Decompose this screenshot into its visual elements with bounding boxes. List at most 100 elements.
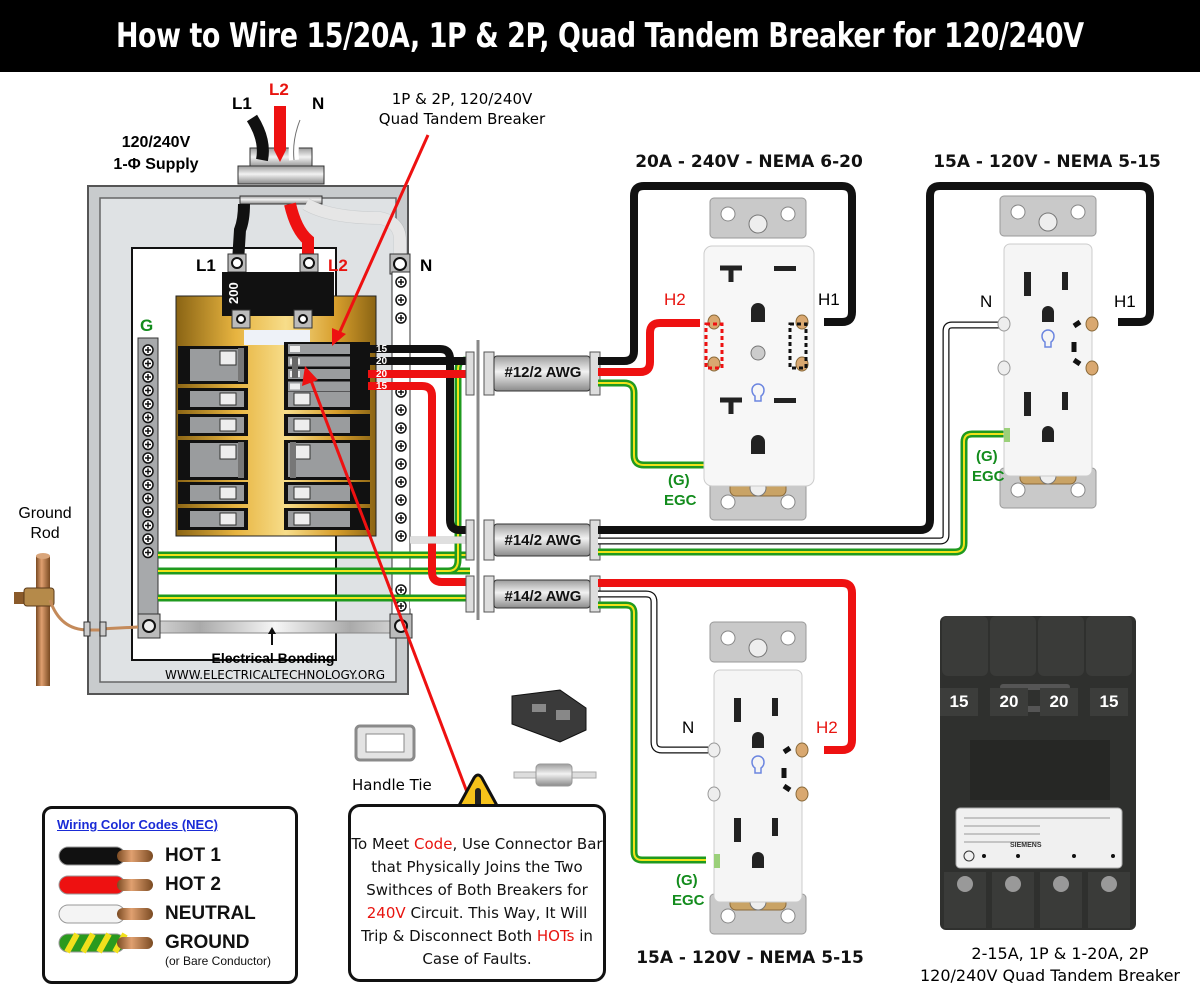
legend-label: HOT 2: [165, 874, 221, 895]
panel-l2-label: L2: [328, 256, 348, 275]
tandem-rating-1: 15: [376, 344, 388, 355]
panel-ground-label: G: [140, 316, 154, 335]
wire-swatch-icon: [58, 846, 153, 866]
terminal-screw: [795, 314, 809, 330]
cable-label-12-2: #12/2 AWG: [504, 364, 582, 381]
supply-l2-label: L2: [269, 80, 289, 99]
tandem-rating-2: 20: [376, 356, 388, 367]
neutral-bar-screw: [395, 422, 407, 434]
neutral-bar-screw: [395, 276, 407, 288]
receptacle-3-left-terminal: N: [682, 718, 695, 737]
neutral-bar-screw: [395, 294, 407, 306]
slot: [772, 698, 778, 716]
ground-bar-screw: [142, 438, 154, 451]
slot: [774, 398, 796, 403]
ground-rod-label-line2: Rod: [30, 525, 60, 542]
warning-note-text: To Meet Code, Use Connector Bar that Phy…: [351, 833, 603, 971]
wires-nema-5-15-lower: [598, 579, 856, 864]
panel-n-label: N: [420, 256, 433, 275]
wire-swatch-icon: [58, 932, 153, 954]
callout-arrows: [302, 134, 472, 801]
breaker-callout-line1: 1P & 2P, 120/240V: [391, 90, 533, 108]
main-lugs: [227, 253, 411, 275]
ground-bar-screw: [142, 479, 154, 491]
note-highlight: 240V: [366, 904, 406, 922]
receptacle-2-ground-line2: EGC: [972, 468, 1005, 485]
terminal-screw-silver: [707, 786, 721, 802]
receptacle-1-title: 20A - 240V - NEMA 6-20: [635, 152, 863, 172]
ground-screw-green: [714, 854, 720, 868]
receptacle-2-ground-line1: (G): [976, 448, 998, 465]
title-bar: How to Wire 15/20A, 1P & 2P, Quad Tandem…: [0, 0, 1200, 72]
ground-bar-screw: [142, 398, 154, 410]
neutral-bar-screw: [395, 530, 407, 542]
tandem-rating-3: 20: [376, 369, 388, 380]
slot: [734, 818, 741, 842]
neutral-bar-screw: [395, 404, 407, 416]
product-caption-line2: 120/240V Quad Tandem Breaker: [920, 966, 1180, 985]
note-segment: Circuit. This Way, It Will Trip & Discon…: [361, 904, 588, 945]
quad-tandem-breaker: [284, 342, 370, 392]
ground-bar-screw: [142, 425, 154, 437]
receptacle-2-left-terminal: N: [980, 292, 993, 311]
cable-connector: [465, 575, 601, 613]
bonding-label: Electrical Bonding: [211, 650, 335, 666]
supply-n-label: N: [312, 94, 325, 113]
ground-rod: [14, 553, 139, 686]
ground-hole: [752, 732, 764, 748]
handle-tie-label: Handle Tie: [352, 776, 432, 794]
ground-bar-screw: [142, 546, 154, 559]
bulb-icon: [751, 383, 765, 402]
slot: [774, 266, 796, 271]
cable-connectors: [465, 340, 601, 620]
ground-rod-label-line1: Ground: [18, 505, 72, 522]
ground-bar-screw: [142, 371, 154, 383]
breaker: [178, 388, 248, 410]
branch-circuit-wires: [368, 345, 472, 609]
handle-tie: [292, 356, 298, 378]
ground-bar-screw: [142, 465, 154, 478]
connector-pin-image: [513, 763, 597, 787]
breaker: [178, 440, 248, 480]
legend-sublabel: (or Bare Conductor): [165, 954, 272, 968]
ground-hole: [752, 852, 764, 868]
breaker: [284, 388, 370, 410]
breaker: [178, 414, 248, 436]
quad-tandem-breaker-image: [940, 616, 1136, 930]
breakers-left-column: [178, 346, 248, 530]
receptacle-2-title: 15A - 120V - NEMA 5-15: [933, 152, 1161, 172]
main-breaker-rating: 200: [226, 282, 241, 304]
receptacle-2-right-terminal: H1: [1114, 292, 1136, 311]
bulb-icon: [1041, 329, 1055, 348]
ground-bar-screw: [142, 384, 154, 397]
breaker-callout-line2: Quad Tandem Breaker: [378, 110, 546, 128]
terminal-screw-silver: [707, 742, 721, 758]
t-slot: [720, 397, 742, 414]
connector-bar-image: [511, 689, 587, 743]
wires-nema-5-15-upper: [598, 182, 1154, 556]
note-segment: , Use Connector Bar that Physically Join…: [366, 835, 603, 899]
supply-phase-label: 1-Φ Supply: [113, 156, 199, 173]
product-rating-1: 15: [940, 688, 978, 716]
neutral-bar-screw: [395, 458, 407, 470]
neutral-bar-screw: [395, 440, 407, 452]
ground-hole: [1042, 306, 1054, 322]
ground-screw-green: [1004, 428, 1010, 442]
wire-swatch-icon: [58, 875, 153, 895]
supply-voltage-label: 120/240V: [121, 134, 191, 151]
breaker: [178, 482, 248, 504]
receptacle-nema-5-15-lower: [707, 621, 809, 935]
breaker: [178, 508, 248, 530]
product-rating-3: 20: [1040, 688, 1078, 716]
note-highlight: Code: [414, 835, 453, 853]
ground-bar-screw: [142, 452, 154, 464]
cable-label-14-2-b: #14/2 AWG: [504, 588, 582, 605]
receptacle-3-right-terminal: H2: [816, 718, 838, 737]
neutral-bar-screw: [395, 312, 407, 324]
ground-hole: [751, 435, 765, 454]
ground-bar-screw: [142, 519, 154, 532]
bulb-icon: [751, 755, 765, 774]
receptacle-1-ground-line1: (G): [668, 472, 690, 489]
handle-tie-image: [354, 724, 416, 762]
